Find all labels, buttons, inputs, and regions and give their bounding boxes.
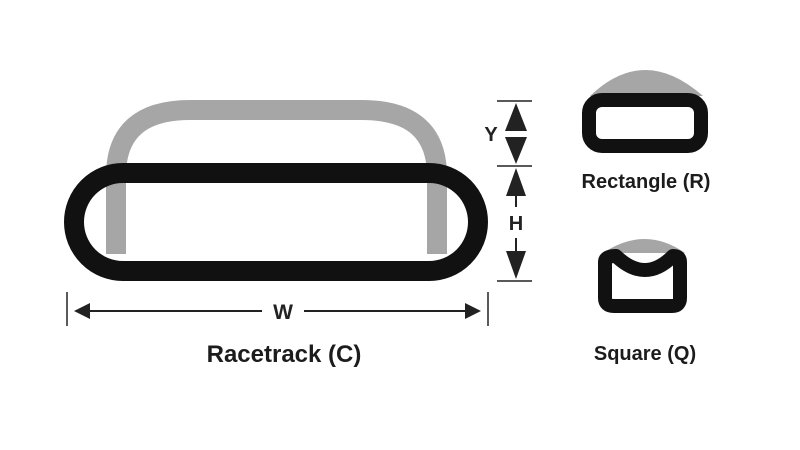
y-arrow-down [505, 137, 527, 164]
square-outline [598, 249, 687, 313]
rectangle-figure [582, 70, 708, 153]
h-arrow-down [506, 251, 526, 279]
racetrack-outline [64, 163, 488, 281]
square-figure [598, 239, 687, 313]
square-label: Square (Q) [594, 343, 696, 365]
racetrack-shadow-outline [106, 100, 447, 254]
h-arrow-up [506, 168, 526, 196]
racetrack-figure [64, 100, 488, 281]
rectangle-shadow-arch [590, 70, 703, 96]
height-label: H [509, 213, 523, 235]
rise-label: Y [484, 124, 498, 146]
y-arrow-up [505, 103, 527, 131]
vertical-dimensions: Y H [484, 100, 532, 282]
rectangle-outline [582, 93, 708, 153]
racetrack-label: Racetrack (C) [207, 341, 362, 368]
width-dimension: W [66, 292, 489, 326]
square-shadow-arch [603, 239, 685, 253]
rectangle-label: Rectangle (R) [582, 171, 711, 193]
width-label: W [273, 301, 293, 324]
